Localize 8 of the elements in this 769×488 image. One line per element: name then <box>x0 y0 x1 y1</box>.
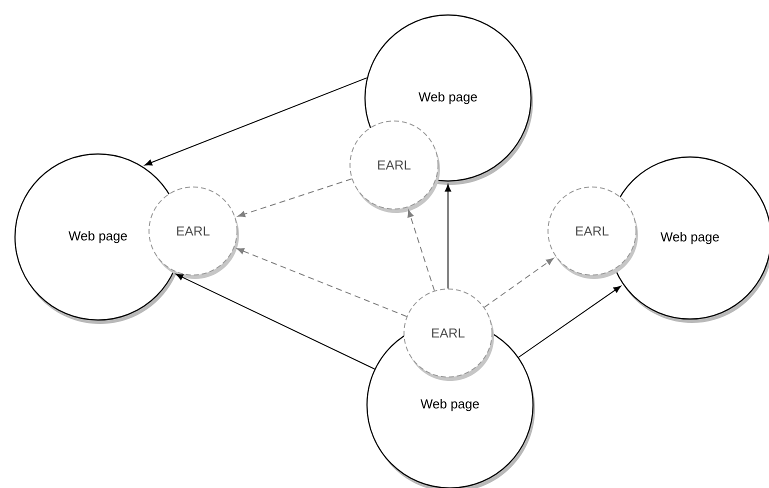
arrow <box>144 77 368 166</box>
arrow <box>176 274 376 370</box>
arrow <box>518 286 622 358</box>
arrow <box>238 178 352 218</box>
arrow <box>408 210 435 292</box>
arrow <box>236 248 408 317</box>
arrow <box>484 258 554 308</box>
arrow <box>444 184 452 289</box>
